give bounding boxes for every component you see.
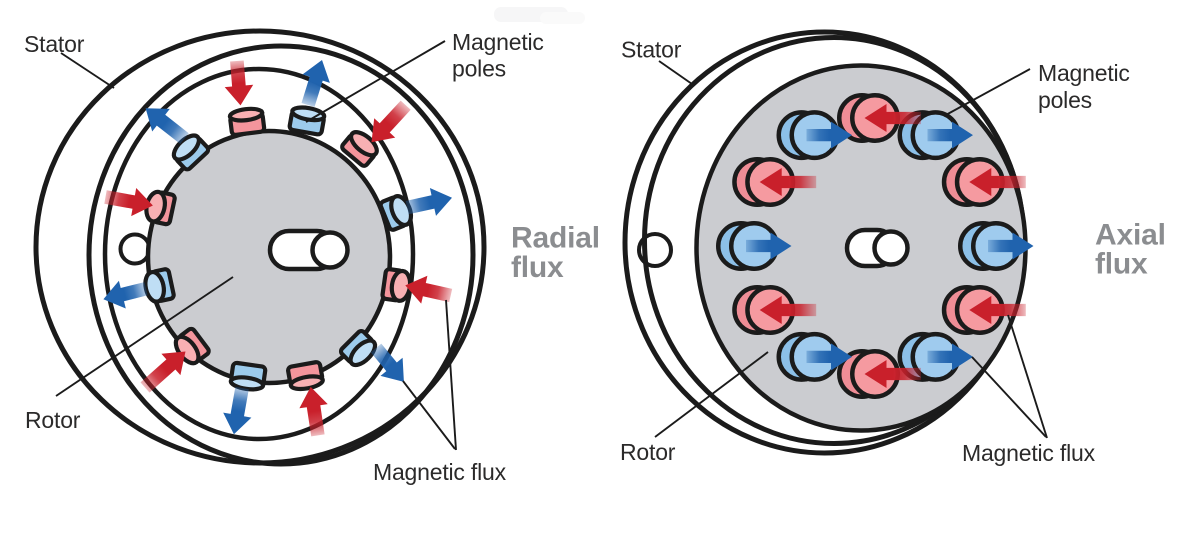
svg-text:poles: poles — [1038, 87, 1092, 113]
svg-text:Magnetic: Magnetic — [452, 29, 544, 55]
svg-text:Magnetic: Magnetic — [1038, 60, 1130, 86]
svg-text:Radial: Radial — [511, 222, 600, 255]
svg-text:Stator: Stator — [621, 37, 682, 63]
svg-text:Rotor: Rotor — [620, 439, 676, 465]
svg-text:Stator: Stator — [24, 31, 85, 57]
svg-text:Axial: Axial — [1095, 219, 1166, 252]
svg-text:flux: flux — [511, 251, 564, 284]
svg-text:Rotor: Rotor — [25, 407, 81, 433]
svg-text:Magnetic flux: Magnetic flux — [373, 459, 507, 485]
svg-text:Magnetic flux: Magnetic flux — [962, 440, 1096, 466]
svg-text:flux: flux — [1095, 248, 1148, 281]
svg-text:poles: poles — [452, 56, 506, 82]
